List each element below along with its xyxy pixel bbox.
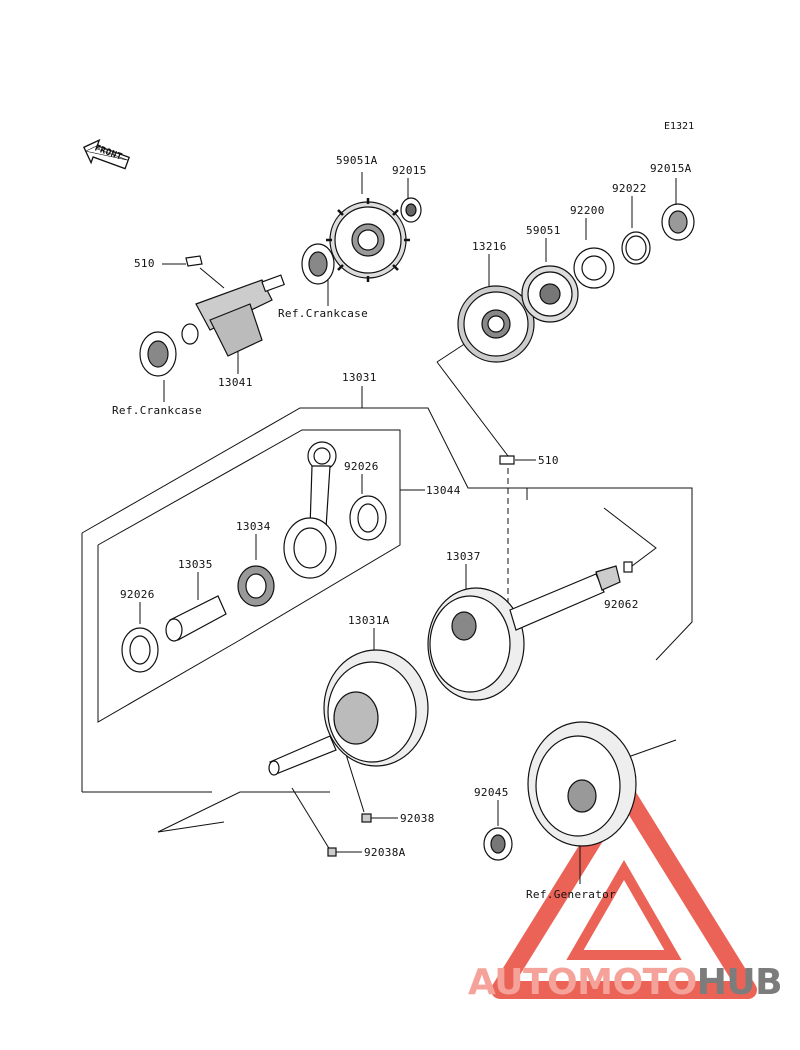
bearing-92045: [483, 827, 513, 861]
label-92062: 92062: [604, 598, 639, 611]
gear-59051: [521, 265, 579, 323]
crank-half-13037: [427, 565, 621, 701]
label-13031: 13031: [342, 371, 377, 384]
label-13031A: 13031A: [348, 614, 390, 627]
needle-bearing-13034: [237, 565, 275, 607]
label-92038A: 92038A: [364, 846, 406, 859]
washer-92026-b: [121, 627, 159, 673]
label-ref-crankcase-1: Ref.Crankcase: [278, 307, 368, 320]
label-92038: 92038: [400, 812, 435, 825]
label-92026-a: 92026: [344, 460, 379, 473]
label-13044: 13044: [426, 484, 461, 497]
key-510-mid: [499, 455, 515, 465]
gear-59051A: [326, 198, 410, 282]
label-ref-crankcase-2: Ref.Crankcase: [112, 404, 202, 417]
label-510-mid: 510: [538, 454, 559, 467]
watermark-part2: HUB: [696, 962, 783, 1003]
label-13035: 13035: [178, 558, 213, 571]
label-92022: 92022: [612, 182, 647, 195]
key-92038: [361, 813, 372, 823]
connecting-rod-13044: [283, 441, 337, 579]
crank-half-13031A: [268, 649, 429, 776]
label-13034: 13034: [236, 520, 271, 533]
label-92200: 92200: [570, 204, 605, 217]
label-59051: 59051: [526, 224, 561, 237]
pin-92062: [623, 561, 633, 573]
label-13041: 13041: [218, 376, 253, 389]
label-ref-generator: Ref.Generator: [526, 888, 616, 901]
bearing-ref-crankcase-left: [139, 331, 177, 377]
label-92026-b: 92026: [120, 588, 155, 601]
label-92015: 92015: [392, 164, 427, 177]
gear-13216: [457, 285, 535, 363]
watermark-triangle: [491, 781, 757, 999]
watermark-part1: AUTOMOTO: [468, 962, 697, 1003]
watermark-logo: AUTOMOTOHUB: [468, 962, 783, 1003]
diagram-code: E1321: [664, 121, 695, 132]
washer-92026-a: [349, 495, 387, 541]
balancer-shaft-13041: [181, 255, 285, 357]
crank-pin-13035: [165, 595, 227, 642]
label-59051A: 59051A: [336, 154, 378, 167]
washer-92022: [621, 231, 651, 265]
washer-92200: [573, 247, 615, 289]
label-13037: 13037: [446, 550, 481, 563]
key-92038A: [327, 847, 337, 857]
label-92015A: 92015A: [650, 162, 692, 175]
label-92045: 92045: [474, 786, 509, 799]
assembly-outline: [81, 172, 693, 884]
nut-92015A: [661, 203, 695, 241]
bearing-ref-crankcase-top: [301, 243, 335, 285]
nut-92015: [400, 197, 422, 223]
label-510-top: 510: [134, 257, 155, 270]
front-arrow-icon: [83, 138, 131, 170]
generator-rotor: [527, 721, 637, 847]
label-13216: 13216: [472, 240, 507, 253]
